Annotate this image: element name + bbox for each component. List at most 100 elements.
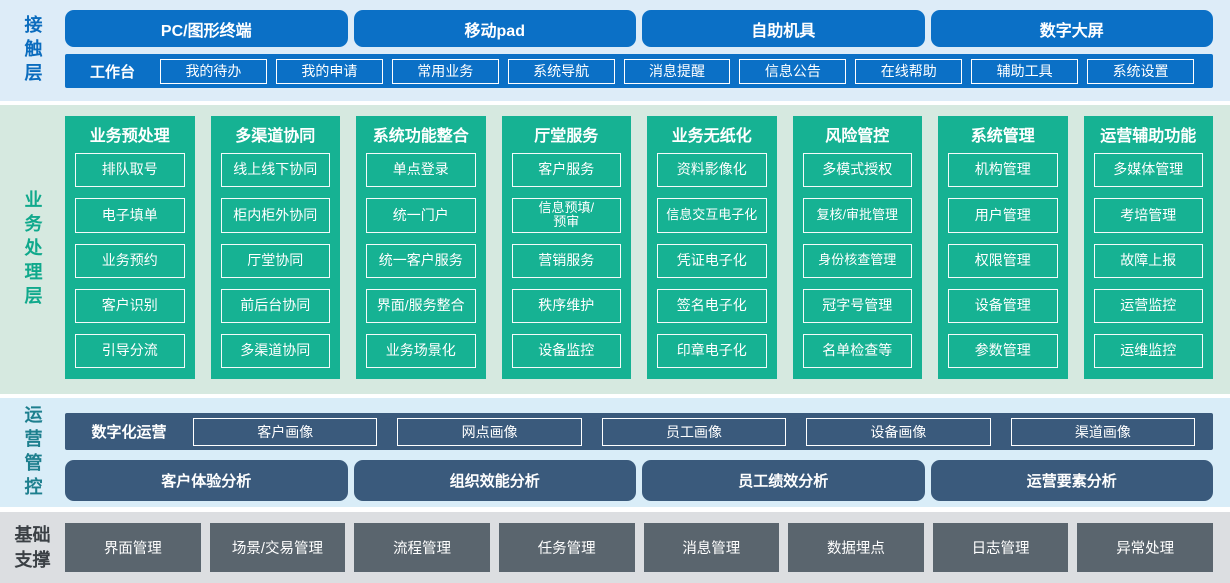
portrait-channel[interactable]: 渠道画像 [1010, 417, 1196, 446]
function-item[interactable]: 复核/审批管理 [802, 198, 912, 233]
workbench-item-info-announcement[interactable]: 信息公告 [739, 58, 847, 84]
portrait-branch[interactable]: 网点画像 [397, 417, 582, 446]
column-risk-control: 风险管控 多模式授权 复核/审批管理 身份核查管理 冠字号管理 名单检查等 [792, 116, 922, 379]
channel-mobile-pad[interactable]: 移动pad [353, 10, 636, 47]
function-item[interactable]: 业务预约 [75, 243, 185, 278]
column-header: 业务无纸化 [671, 128, 752, 145]
column-multichannel-collaboration: 多渠道协同 线上线下协同 柜内柜外协同 厅堂协同 前后台协同 多渠道协同 [210, 116, 340, 379]
channel-self-service-machine[interactable]: 自助机具 [642, 10, 925, 47]
digital-operation-label: 数字化运营 [91, 424, 167, 441]
function-item[interactable]: 单点登录 [366, 153, 476, 188]
function-item[interactable]: 信息预填/ 预审 [511, 198, 621, 233]
operation-layer-label: 运营管控 [0, 398, 65, 507]
column-header: 业务预处理 [89, 128, 170, 145]
workbench-item-my-todo[interactable]: 我的待办 [160, 58, 267, 84]
function-item[interactable]: 营销服务 [511, 243, 621, 278]
foundation-layer-label-text: 基础支撑 [14, 525, 51, 570]
workbench-label: 工作台 [89, 63, 135, 81]
column-operation-auxiliary-functions: 运营辅助功能 多媒体管理 考培管理 故障上报 运营监控 运维监控 [1083, 116, 1213, 379]
foundation-scene-transaction-management[interactable]: 场景/交易管理 [209, 523, 346, 572]
operation-layer-label-text: 运营管控 [22, 404, 43, 501]
column-paperless-business: 业务无纸化 资料影像化 信息交互电子化 凭证电子化 签名电子化 印章电子化 [647, 116, 777, 379]
workbench-item-auxiliary-tools[interactable]: 辅助工具 [971, 58, 1079, 84]
function-item[interactable]: 身份核查管理 [802, 243, 912, 278]
function-item[interactable]: 运营监控 [1093, 288, 1203, 323]
function-item[interactable]: 签名电子化 [657, 288, 767, 323]
function-item[interactable]: 引导分流 [75, 333, 185, 368]
function-item[interactable]: 多渠道协同 [220, 333, 330, 368]
foundation-data-tracking[interactable]: 数据埋点 [788, 523, 924, 572]
workbench-item-message-reminder[interactable]: 消息提醒 [623, 58, 731, 84]
function-item[interactable]: 秩序维护 [511, 288, 621, 323]
workbench-item-system-navigation[interactable]: 系统导航 [507, 58, 615, 84]
operation-control-layer: 运营管控 数字化运营 客户画像 网点画像 员工画像 设备画像 渠道画像 客户体验… [0, 398, 1230, 507]
foundation-row: 界面管理 场景/交易管理 流程管理 任务管理 消息管理 数据埋点 日志管理 异常… [65, 523, 1213, 572]
digital-operation-bar: 数字化运营 客户画像 网点画像 员工画像 设备画像 渠道画像 [65, 413, 1213, 450]
analysis-customer-experience[interactable]: 客户体验分析 [65, 460, 348, 501]
function-item[interactable]: 客户服务 [511, 153, 621, 188]
foundation-ui-management[interactable]: 界面管理 [65, 523, 201, 572]
function-item[interactable]: 电子填单 [75, 198, 185, 233]
channel-row: PC/图形终端 移动pad 自助机具 数字大屏 [65, 10, 1213, 47]
analysis-employee-performance[interactable]: 员工绩效分析 [642, 460, 925, 501]
function-item[interactable]: 信息交互电子化 [657, 198, 767, 233]
function-item[interactable]: 参数管理 [948, 333, 1058, 368]
business-layer-label-text: 业务处理层 [22, 189, 43, 310]
column-header: 运营辅助功能 [1100, 128, 1197, 145]
function-item[interactable]: 冠字号管理 [802, 288, 912, 323]
column-lobby-service: 厅堂服务 客户服务 信息预填/ 预审 营销服务 秩序维护 设备监控 [501, 116, 631, 379]
column-system-function-integration: 系统功能整合 单点登录 统一门户 统一客户服务 界面/服务整合 业务场景化 [356, 116, 486, 379]
function-item[interactable]: 多媒体管理 [1093, 153, 1203, 188]
function-item[interactable]: 设备管理 [948, 288, 1058, 323]
column-header: 厅堂服务 [534, 128, 599, 145]
analysis-row: 客户体验分析 组织效能分析 员工绩效分析 运营要素分析 [65, 460, 1213, 501]
column-header: 系统功能整合 [372, 128, 469, 145]
workbench-item-my-applications[interactable]: 我的申请 [275, 58, 383, 84]
portrait-device[interactable]: 设备画像 [806, 417, 991, 446]
function-item[interactable]: 设备监控 [511, 333, 621, 368]
business-layer-label: 业务处理层 [0, 105, 65, 394]
column-header: 系统管理 [970, 128, 1035, 145]
workbench-item-common-business[interactable]: 常用业务 [391, 58, 499, 84]
function-item[interactable]: 权限管理 [948, 243, 1058, 278]
channel-pc-terminal[interactable]: PC/图形终端 [65, 10, 348, 47]
function-item[interactable]: 名单检查等 [802, 333, 912, 368]
function-item[interactable]: 统一客户服务 [366, 243, 476, 278]
foundation-process-management[interactable]: 流程管理 [354, 523, 490, 572]
function-item[interactable]: 凭证电子化 [657, 243, 767, 278]
portrait-employee[interactable]: 员工画像 [601, 417, 787, 446]
function-item[interactable]: 运维监控 [1093, 333, 1203, 368]
function-item[interactable]: 业务场景化 [366, 333, 476, 368]
foundation-task-management[interactable]: 任务管理 [498, 523, 635, 572]
function-item[interactable]: 印章电子化 [657, 333, 767, 368]
function-item[interactable]: 资料影像化 [657, 153, 767, 188]
function-item[interactable]: 故障上报 [1093, 243, 1203, 278]
workbench-item-online-help[interactable]: 在线帮助 [855, 58, 963, 84]
function-item[interactable]: 用户管理 [948, 198, 1058, 233]
function-item[interactable]: 排队取号 [75, 153, 185, 188]
function-item[interactable]: 前后台协同 [220, 288, 330, 323]
channel-digital-screen[interactable]: 数字大屏 [930, 10, 1213, 47]
function-item[interactable]: 机构管理 [948, 153, 1058, 188]
foundation-log-management[interactable]: 日志管理 [932, 523, 1069, 572]
contact-layer-label-text: 接触层 [22, 14, 43, 87]
analysis-operation-elements[interactable]: 运营要素分析 [930, 460, 1213, 501]
contact-layer: 接触层 PC/图形终端 移动pad 自助机具 数字大屏 工作台 我的待办 我的申… [0, 0, 1230, 101]
foundation-message-management[interactable]: 消息管理 [643, 523, 780, 572]
function-item[interactable]: 厅堂协同 [220, 243, 330, 278]
column-business-preprocessing: 业务预处理 排队取号 电子填单 业务预约 客户识别 引导分流 [65, 116, 195, 379]
function-item[interactable]: 柜内柜外协同 [220, 198, 330, 233]
column-system-management: 系统管理 机构管理 用户管理 权限管理 设备管理 参数管理 [938, 116, 1068, 379]
workbench-item-system-settings[interactable]: 系统设置 [1087, 58, 1195, 84]
foundation-support-layer: 基础支撑 界面管理 场景/交易管理 流程管理 任务管理 消息管理 数据埋点 日志… [0, 512, 1230, 583]
function-item[interactable]: 客户识别 [75, 288, 185, 323]
analysis-organization-efficiency[interactable]: 组织效能分析 [353, 460, 636, 501]
function-item[interactable]: 界面/服务整合 [366, 288, 476, 323]
function-item[interactable]: 统一门户 [366, 198, 476, 233]
function-item[interactable]: 多模式授权 [802, 153, 912, 188]
portrait-customer[interactable]: 客户画像 [193, 417, 378, 446]
contact-layer-label: 接触层 [0, 0, 65, 101]
foundation-exception-handling[interactable]: 异常处理 [1077, 523, 1213, 572]
function-item[interactable]: 考培管理 [1093, 198, 1203, 233]
function-item[interactable]: 线上线下协同 [220, 153, 330, 188]
